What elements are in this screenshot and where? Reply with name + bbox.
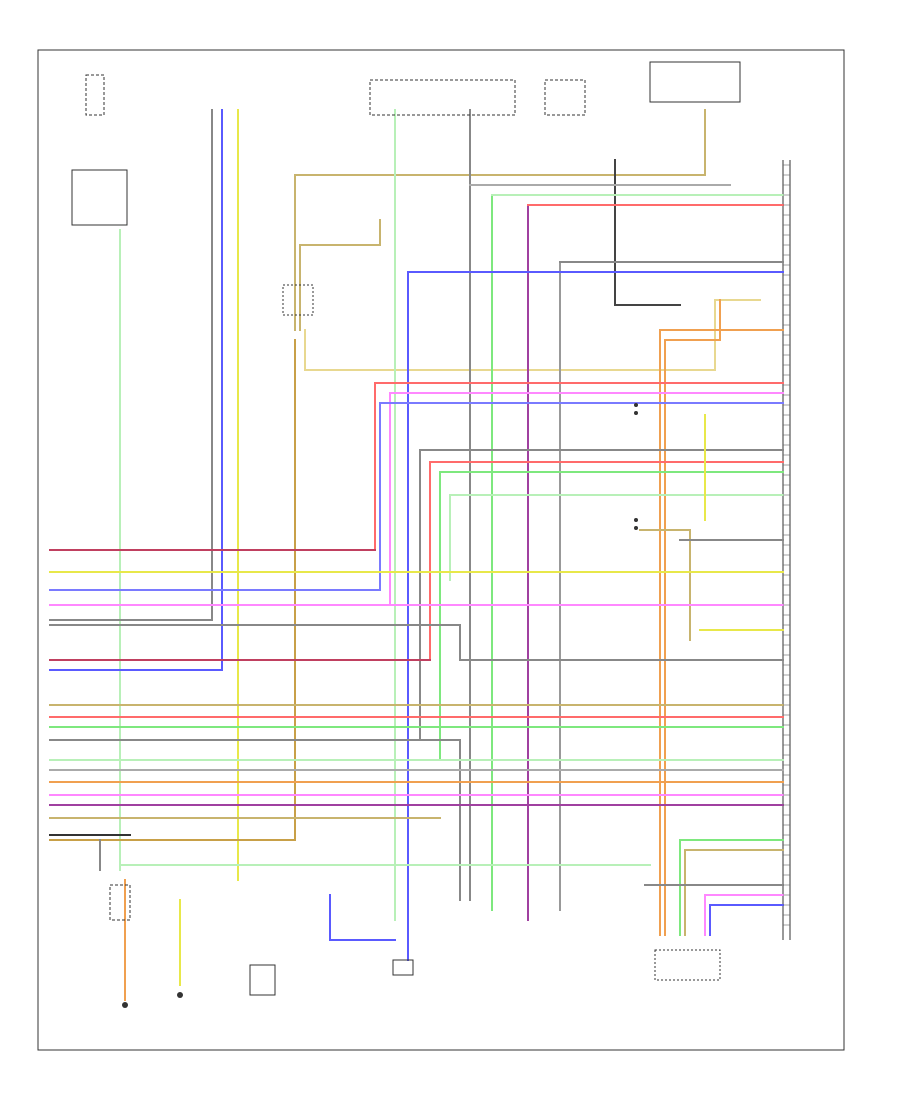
wire-tan-upper — [299, 219, 381, 331]
wire-green-lr — [679, 839, 784, 936]
wire-tan-mid — [639, 529, 691, 641]
wire-tan-lr — [684, 849, 784, 936]
wire-gray-L1 — [49, 624, 784, 661]
wire-gray-L2 — [49, 739, 461, 901]
sensor-dot-1 — [634, 403, 638, 407]
sensor-dot-2 — [634, 411, 638, 415]
relay-bottom-left — [109, 884, 131, 921]
connector-top-1 — [369, 79, 516, 116]
ecu-pin-ticks — [783, 164, 790, 926]
ground-point-2 — [177, 992, 183, 998]
wire-blue-lr2 — [329, 894, 396, 941]
relay-left — [71, 169, 128, 226]
sensor-dot-4 — [634, 526, 638, 530]
wire-gray-mid — [419, 449, 784, 741]
wire-green-mid — [439, 471, 784, 761]
connector-top-3 — [649, 61, 741, 103]
wire-orange-low — [49, 339, 296, 841]
wire-blue-lr — [709, 904, 784, 936]
wire-red-mid — [374, 382, 784, 551]
ecu-connector — [782, 160, 791, 940]
module-center — [282, 284, 314, 316]
wires — [49, 109, 784, 1001]
ground-point-1 — [122, 1002, 128, 1008]
wire-blue-left — [49, 109, 223, 671]
wire-tan-long — [304, 299, 761, 371]
connector-top-2 — [544, 79, 586, 116]
sensor-bottom — [249, 964, 276, 996]
wire-orange-r — [659, 329, 784, 936]
bottom-connector-cluster — [654, 949, 721, 981]
wire-lightgreen-mid — [449, 494, 784, 581]
wire-pink-mid — [389, 392, 784, 606]
diagram-frame — [37, 49, 845, 1051]
wire-blue-mid — [379, 402, 784, 591]
junction-box-top-left — [85, 74, 105, 116]
wire-yellow-mid — [699, 414, 784, 631]
wire-tan-top — [294, 109, 706, 331]
components — [71, 61, 741, 1008]
wire-orange-r2 — [664, 299, 721, 936]
sensor-dot-3 — [634, 518, 638, 522]
wire-pink-lr — [704, 894, 784, 936]
wire-black-top — [614, 159, 681, 306]
wire-red-mid2 — [429, 461, 784, 661]
sensor-center-bottom — [392, 959, 414, 976]
wire-gray-left — [49, 109, 213, 621]
